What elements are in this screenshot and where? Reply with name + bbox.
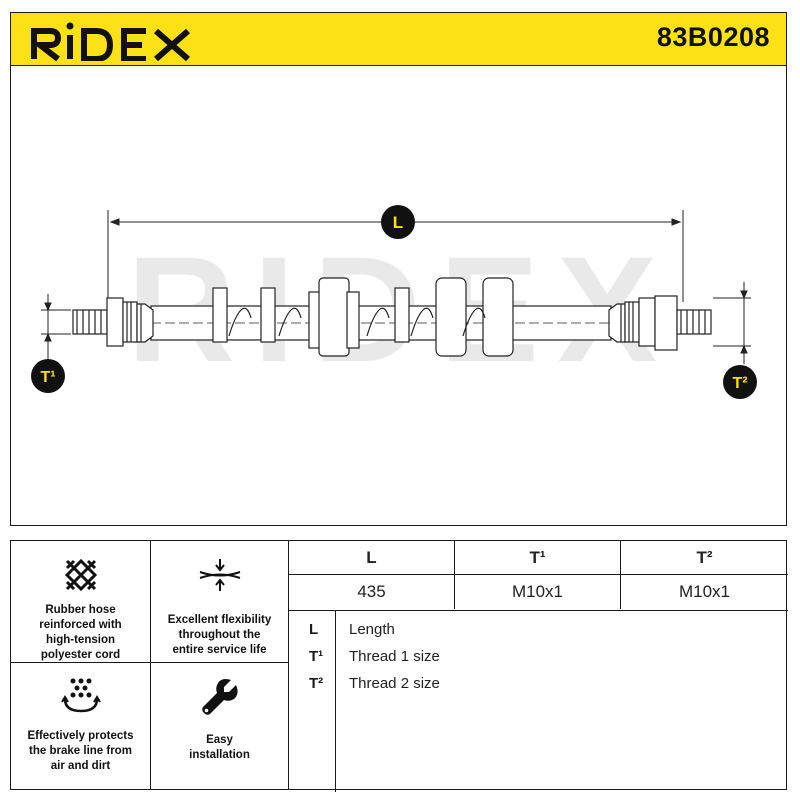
feature-protection: Effectively protects the brake line from… (11, 663, 151, 789)
info-panel: Rubber hose reinforced with high-tension… (10, 540, 788, 792)
length-marker (381, 205, 415, 239)
mesh-icon (64, 558, 97, 592)
legend-divider (335, 611, 336, 792)
spec-value-thread2: M10x1 (678, 582, 731, 601)
feature-reinforced-hose: Rubber hose reinforced with high-tension… (11, 541, 151, 663)
legend-key: T² (309, 675, 324, 692)
right-fitting (608, 295, 712, 351)
spec-header-length: L (289, 541, 455, 575)
left-fitting (72, 297, 154, 347)
spec-header-thread1: T¹ (455, 541, 621, 575)
feature-text: Easy installation (189, 734, 250, 761)
ridex-logo (31, 22, 190, 61)
spec-value-thread1: M10x1 (455, 575, 621, 609)
brake-hose-drawing: RIDEX L (31, 205, 757, 399)
legend: L Length T¹ Thread 1 size T² Thread 2 si… (289, 610, 788, 792)
legend-row: L Length (289, 621, 788, 647)
thread2-marker (723, 365, 757, 399)
header-bar: 83B0208 (10, 12, 787, 66)
legend-label: Thread 1 size (349, 648, 440, 665)
spec-table: L T¹ T² 435 M10x1 M10x1 (289, 541, 788, 609)
length-marker-label: L (393, 213, 403, 232)
feature-text: Excellent flexibility throughout the ent… (167, 614, 272, 656)
feature-flexibility: Excellent flexibility throughout the ent… (151, 541, 289, 663)
flexibility-icon (199, 559, 240, 591)
feature-easy-installation: Easy installation (151, 663, 289, 789)
spec-value-length: 435 (289, 575, 455, 609)
thread1-dimension (41, 294, 71, 364)
thread2-dimension (713, 282, 751, 364)
hose-clips (212, 277, 514, 357)
legend-key: T¹ (309, 648, 324, 665)
hose-body (150, 305, 612, 341)
legend-label: Length (349, 621, 395, 638)
part-number: 83B0208 (656, 22, 770, 52)
protection-icon (60, 678, 101, 713)
thread1-marker-label: T¹ (40, 369, 55, 386)
feature-text: Rubber hose reinforced with high-tension… (39, 604, 122, 661)
legend-row: T² Thread 2 size (289, 675, 788, 701)
spec-header-thread2: T² (621, 541, 788, 575)
legend-label: Thread 2 size (349, 675, 440, 692)
legend-row: T¹ Thread 1 size (289, 648, 788, 674)
thread2-marker-label: T² (732, 375, 747, 392)
thread1-marker (31, 359, 65, 393)
wrench-icon (201, 679, 238, 715)
feature-text: Effectively protects the brake line from… (27, 730, 134, 772)
drawing-area: RIDEX L (10, 66, 787, 526)
legend-key: L (309, 621, 319, 638)
